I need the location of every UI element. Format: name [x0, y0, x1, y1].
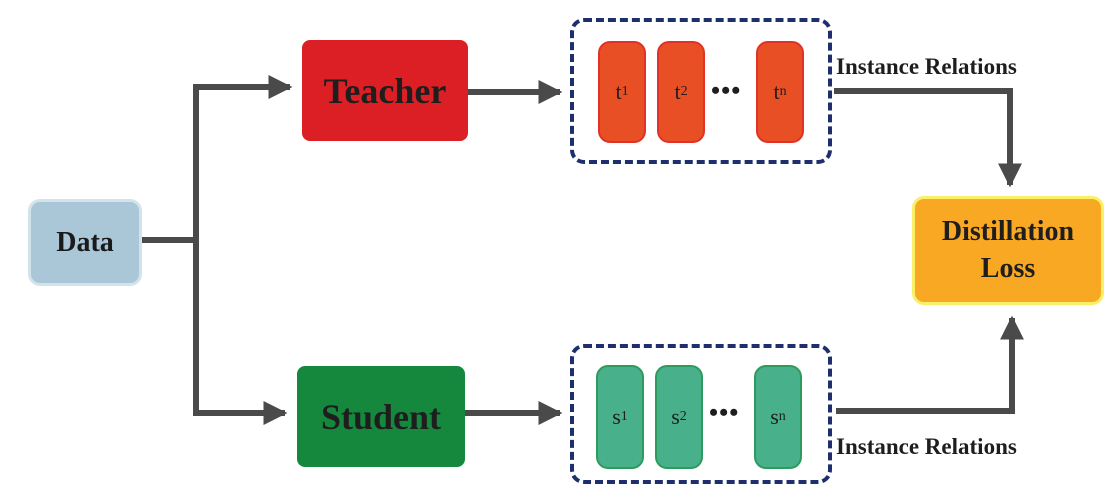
- split-to-teacher-arrow: [193, 75, 293, 240]
- teacher-output-group: [570, 18, 832, 164]
- loss-label-line2: Loss: [980, 252, 1036, 284]
- connector-arrows: [142, 75, 1024, 425]
- student-relations-to-loss-arrow: [836, 315, 1024, 414]
- teacher-label: Teacher: [323, 70, 447, 111]
- student-ellipsis: •••: [709, 398, 740, 427]
- teacher-node: Teacher: [302, 40, 468, 141]
- teacher-instance-relations-label: Instance Relations: [836, 54, 1017, 79]
- distillation-loss-node: Distillation Loss: [912, 196, 1104, 305]
- data-label: Data: [56, 226, 114, 258]
- data-node: Data: [28, 199, 142, 286]
- loss-label-line1: Distillation: [941, 216, 1075, 248]
- student-instance-relations-label: Instance Relations: [836, 434, 1017, 459]
- teacher-ellipsis: •••: [711, 76, 742, 105]
- student-node: Student: [297, 366, 465, 467]
- split-to-student-arrow: [193, 240, 288, 425]
- student-label: Student: [320, 396, 442, 437]
- teacher-relations-to-loss-arrow: [834, 88, 1022, 188]
